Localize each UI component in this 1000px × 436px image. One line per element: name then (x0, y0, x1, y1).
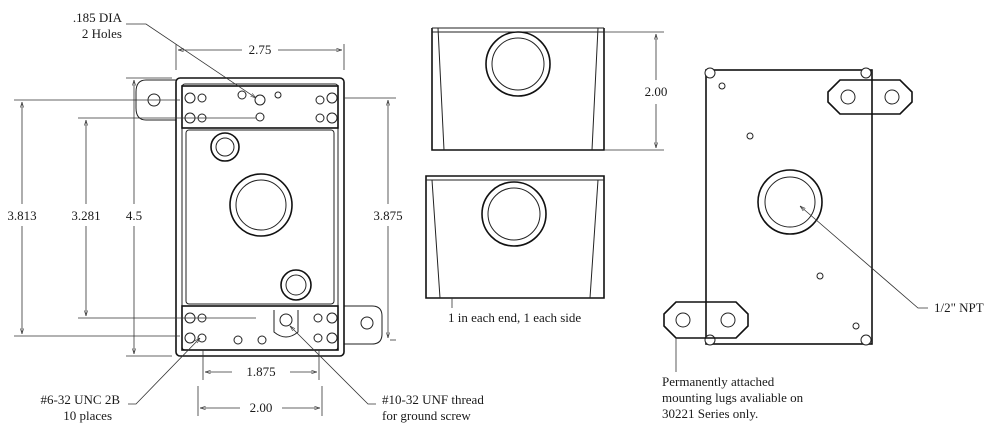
end-view-lower (425, 175, 605, 299)
top-strip (181, 85, 339, 129)
dim-2-75: 2.75 (249, 42, 272, 57)
dim-3-813: 3.813 (7, 208, 36, 223)
bottom-strip (181, 305, 339, 351)
unc-leader (128, 338, 200, 405)
npt-hub (757, 169, 823, 235)
end-view-upper (431, 28, 605, 151)
back-top-lug (827, 79, 913, 115)
npt-leader (800, 206, 928, 309)
dim-2-00-bottom: 2.00 (250, 400, 273, 415)
unc-callout-line1: #6-32 UNC 2B (41, 392, 121, 407)
small-knockout (210, 132, 240, 162)
dia-callout-line2: 2 Holes (82, 26, 122, 41)
lug-note-line3: 30221 Series only. (662, 406, 758, 421)
unf-callout-line2: for ground screw (382, 408, 471, 423)
box-inner-outline (181, 83, 339, 351)
lug-note-line2: mounting lugs avaliable on (662, 390, 804, 405)
back-view: 1/2" NPT Permanently attached mounting l… (662, 67, 984, 421)
box-outline (175, 77, 345, 357)
cavity (185, 129, 335, 305)
unf-callout-line1: #10-32 UNF thread (382, 392, 484, 407)
npt-label: 1/2" NPT (934, 300, 984, 315)
unc-callout-line2: 10 places (63, 408, 112, 423)
bottom-lug (344, 305, 383, 345)
dia-leader (126, 23, 256, 98)
ends-note: 1 in each end, 1 each side (448, 310, 581, 325)
front-view: 2.75 .185 DIA 2 Holes 3.813 3.281 4.5 3.… (7, 10, 484, 423)
dim-3-281: 3.281 (71, 208, 100, 223)
lug-note-line1: Permanently attached (662, 374, 775, 389)
end-views: 2.00 1 in each end, 1 each side (425, 27, 668, 325)
unf-leader (290, 326, 376, 405)
dim-3-875: 3.875 (373, 208, 402, 223)
dim-2-00-end: 2.00 (645, 84, 668, 99)
center-knockout (229, 173, 293, 237)
back-outline (705, 69, 873, 345)
back-bottom-lug (663, 301, 749, 339)
dim-4-5: 4.5 (126, 208, 142, 223)
dia-callout-line1: .185 DIA (73, 10, 123, 25)
ground-knockout (280, 269, 312, 301)
lug-hole (360, 316, 374, 330)
dim-1-875: 1.875 (246, 364, 275, 379)
bottom-holes (184, 310, 338, 345)
